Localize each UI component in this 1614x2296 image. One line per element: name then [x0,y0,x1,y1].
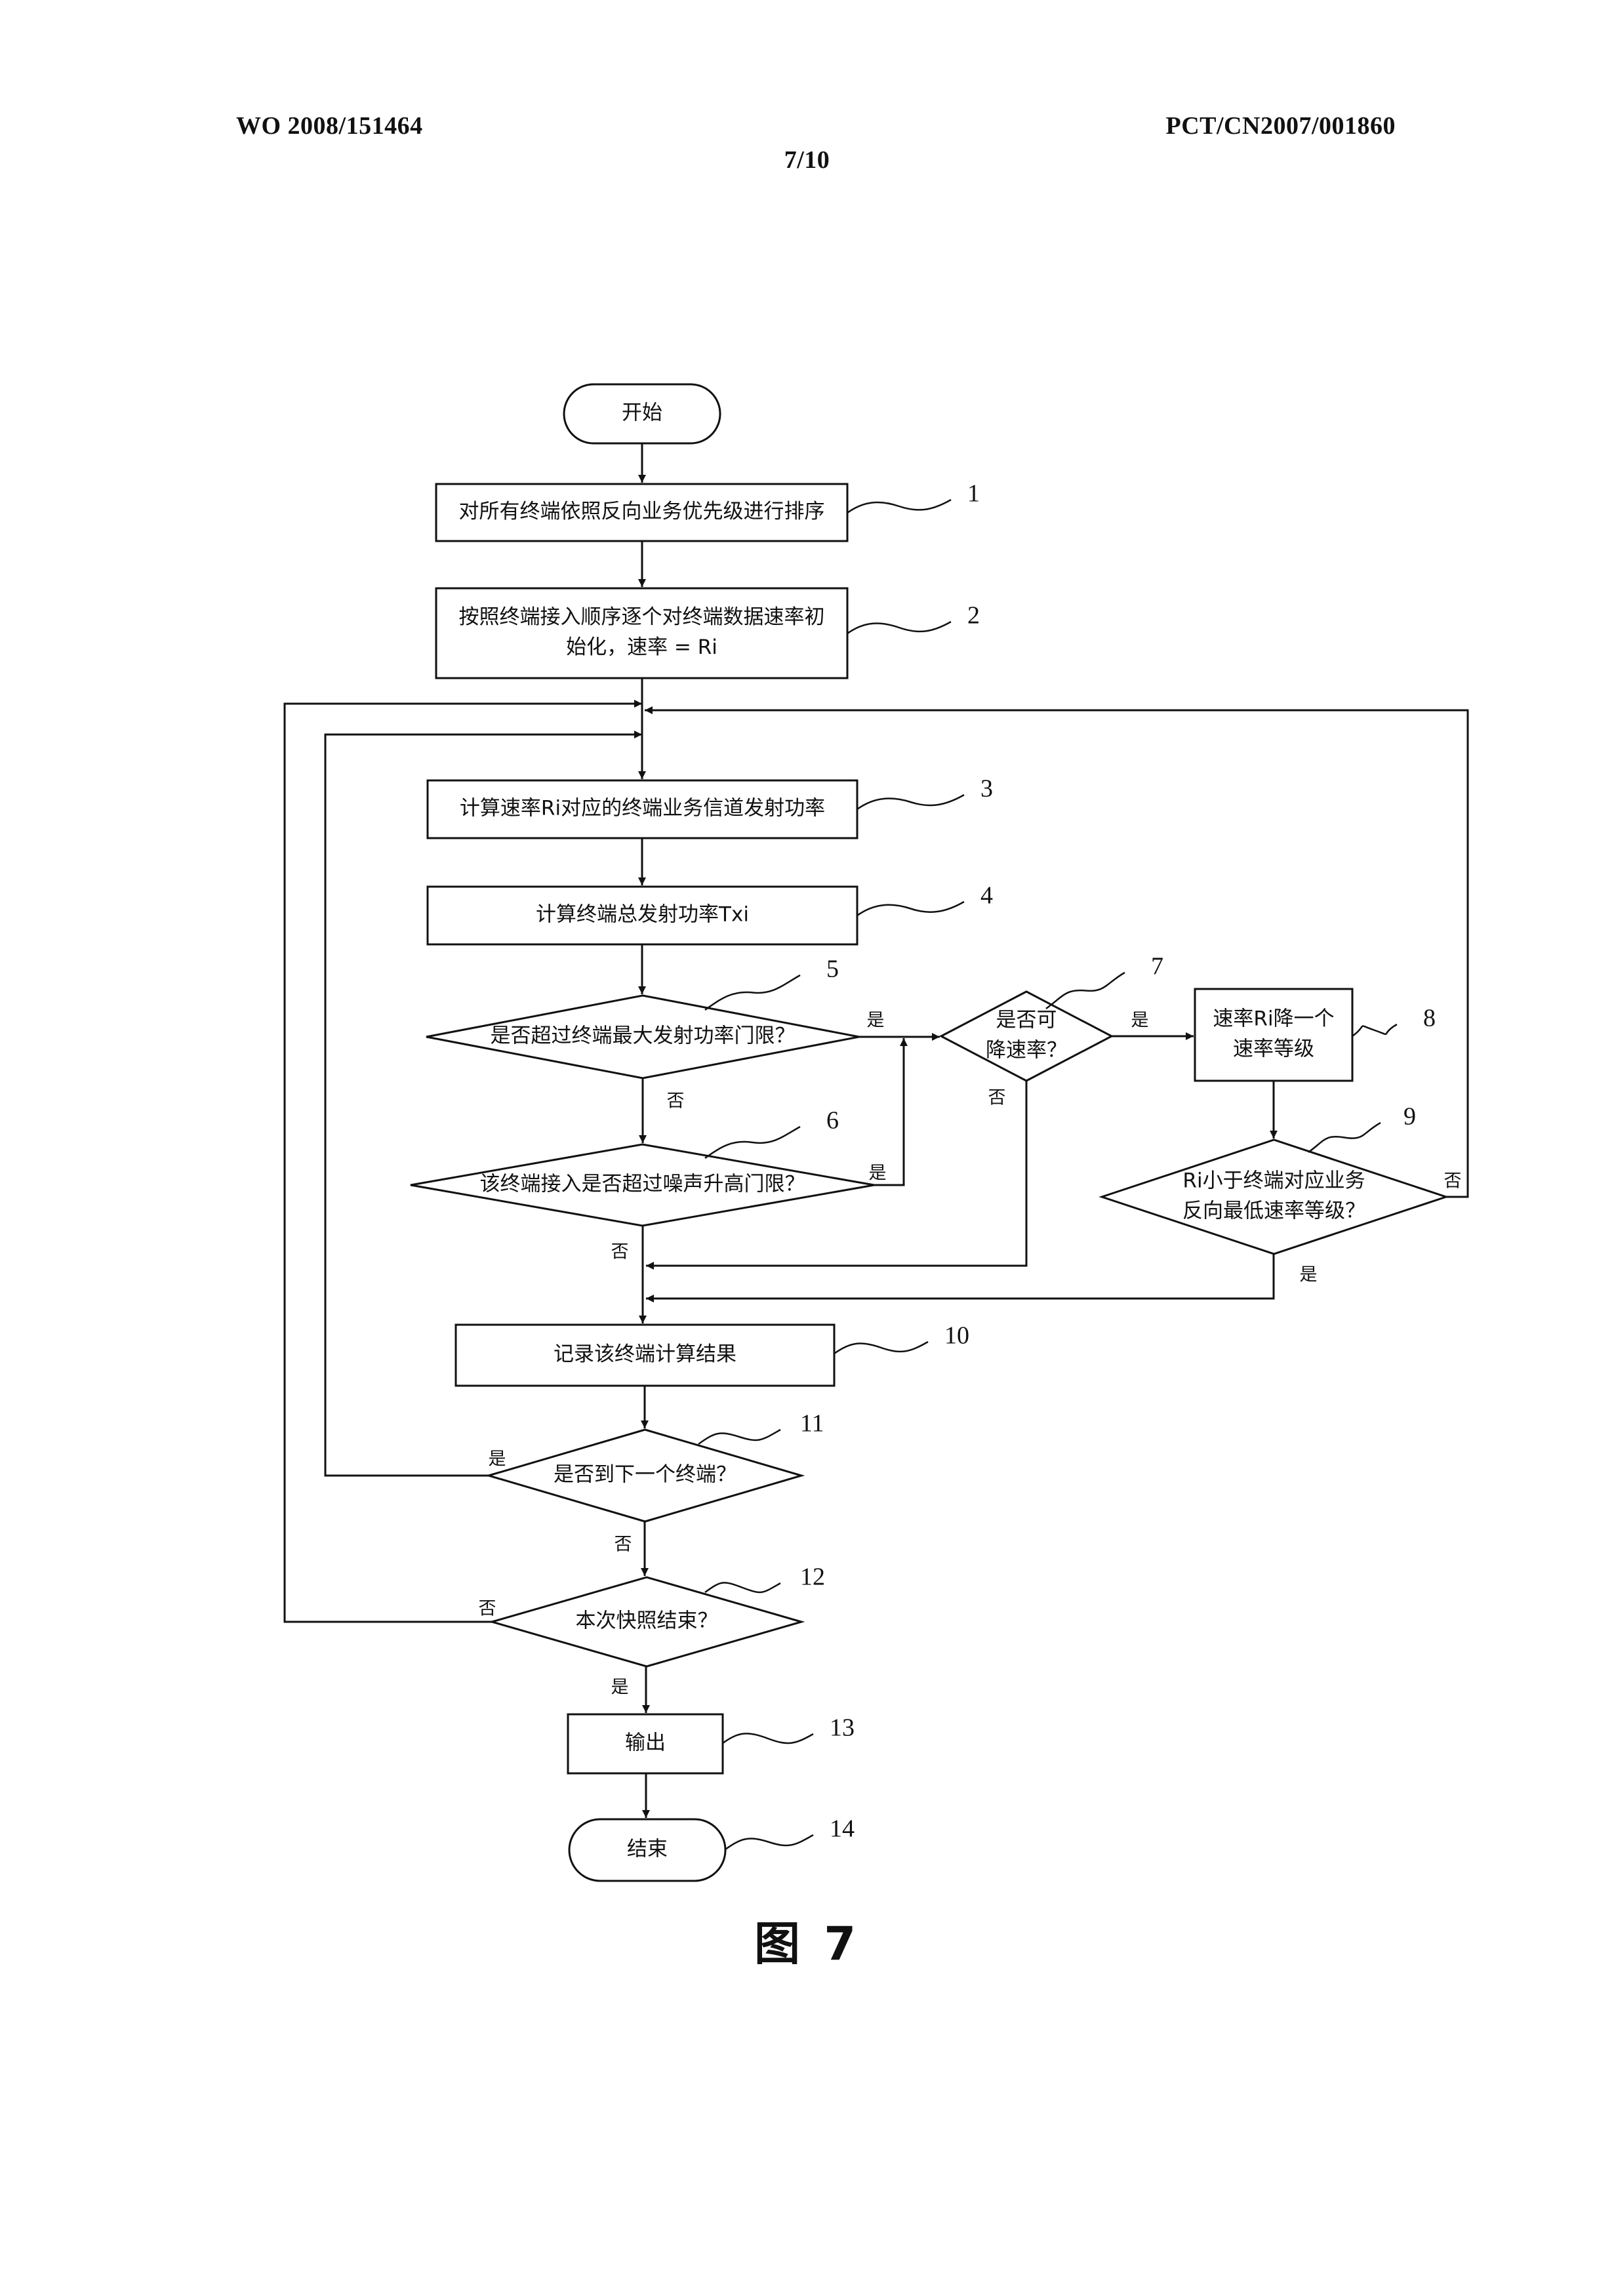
step-number-6: 6 [826,1107,839,1135]
step-2-init-rate: 按照终端接入顺序逐个对终端数据速率初始化，速率 = Ri [436,588,847,678]
decision-11-next-terminal: 是否到下一个终端？ [489,1430,801,1521]
label-6-yes: 是 [869,1163,887,1184]
end-label: 结束 [627,1838,668,1861]
step-4-total-power: 计算终端总发射功率Txi [428,887,857,944]
start-label: 开始 [622,401,662,425]
step-number-1: 1 [967,480,980,508]
s2-label: 按照终端接入顺序逐个对终端数据速率初 [459,605,825,629]
d7-label: 是否可 [996,1009,1057,1032]
label-7-no: 否 [988,1088,1006,1108]
s4-label: 计算终端总发射功率Txi [536,903,749,927]
decision-6-noise-rise: 该终端接入是否超过噪声升高门限？ [411,1144,874,1226]
label-12-yes: 是 [611,1678,629,1698]
leader-line-9 [1308,1123,1381,1152]
step-number-4: 4 [980,882,993,910]
s2-label: 始化，速率 = Ri [566,635,717,659]
step-10-record-result: 记录该终端计算结果 [456,1325,834,1386]
step-number-8: 8 [1423,1005,1436,1032]
label-5-yes: 是 [867,1011,885,1031]
step-number-2: 2 [967,602,980,630]
s8-label: 速率Ri降一个 [1213,1007,1334,1031]
step-number-10: 10 [944,1322,969,1350]
step-13-output: 输出 [568,1714,723,1773]
d7-label: 降速率？ [986,1039,1067,1062]
d9-label: Ri小于终端对应业务 [1182,1169,1365,1193]
d6-label: 该终端接入是否超过噪声升高门限？ [480,1173,805,1196]
label-6-no: 否 [611,1242,629,1262]
step-1-sort-terminals: 对所有终端依照反向业务优先级进行排序 [436,484,847,541]
leader-line-11 [698,1430,780,1444]
leader-line-8 [1352,1024,1397,1036]
decision-12-snapshot-end: 本次快照结束？ [492,1577,801,1666]
end-terminal: 结束 [569,1819,725,1881]
leader-line-10 [834,1342,928,1354]
s13-label: 输出 [625,1731,666,1755]
decision-5-max-power: 是否超过终端最大发射功率门限？ [426,996,859,1078]
decision-7-can-lower-rate: 是否可降速率？ [941,992,1112,1081]
leader-line-12 [705,1582,780,1592]
d11-label: 是否到下一个终端？ [554,1463,736,1487]
leader-line-4 [857,902,964,916]
leader-line-7 [1046,973,1125,1009]
d9-label: 反向最低速率等级？ [1182,1199,1365,1223]
leader-line-5 [705,975,800,1010]
step-number-13: 13 [830,1714,855,1742]
leader-line-13 [723,1733,813,1743]
step-number-14: 14 [830,1815,855,1843]
step-number-11: 11 [800,1410,824,1438]
edge-9-yes-to-10 [646,1254,1274,1299]
label-7-yes: 是 [1131,1011,1149,1031]
label-11-yes: 是 [489,1449,506,1470]
leader-line-1 [847,500,951,513]
leader-line-2 [847,622,951,634]
leader-line-3 [857,795,964,809]
step-number-9: 9 [1403,1103,1416,1131]
label-9-no: 否 [1444,1171,1462,1192]
step-8-lower-rate: 速率Ri降一个速率等级 [1195,989,1352,1081]
s1-label: 对所有终端依照反向业务优先级进行排序 [459,500,825,523]
step-3-channel-power: 计算速率Ri对应的终端业务信道发射功率 [428,780,857,838]
decision-9-min-rate: Ri小于终端对应业务反向最低速率等级？ [1102,1140,1446,1254]
s8-label: 速率等级 [1233,1037,1314,1061]
leader-line-6 [705,1127,800,1158]
figure-caption: 图 7 [0,1907,1614,1973]
s3-label: 计算速率Ri对应的终端业务信道发射功率 [460,797,825,820]
flowchart-nodes: 开始对所有终端依照反向业务优先级进行排序按照终端接入顺序逐个对终端数据速率初始化… [411,384,1446,1881]
d5-label: 是否超过终端最大发射功率门限？ [491,1024,796,1048]
step-number-3: 3 [980,775,993,803]
label-12-no: 否 [479,1599,496,1619]
d12-label: 本次快照结束？ [576,1609,718,1633]
label-11-no: 否 [615,1535,632,1555]
start-terminal: 开始 [564,384,720,443]
step-number-7: 7 [1151,953,1163,980]
s10-label: 记录该终端计算结果 [554,1342,736,1366]
step-number-12: 12 [800,1563,825,1591]
label-9-yes: 是 [1300,1265,1318,1285]
step-number-5: 5 [826,956,839,983]
leader-line-14 [725,1835,813,1849]
label-5-no: 否 [667,1091,685,1112]
